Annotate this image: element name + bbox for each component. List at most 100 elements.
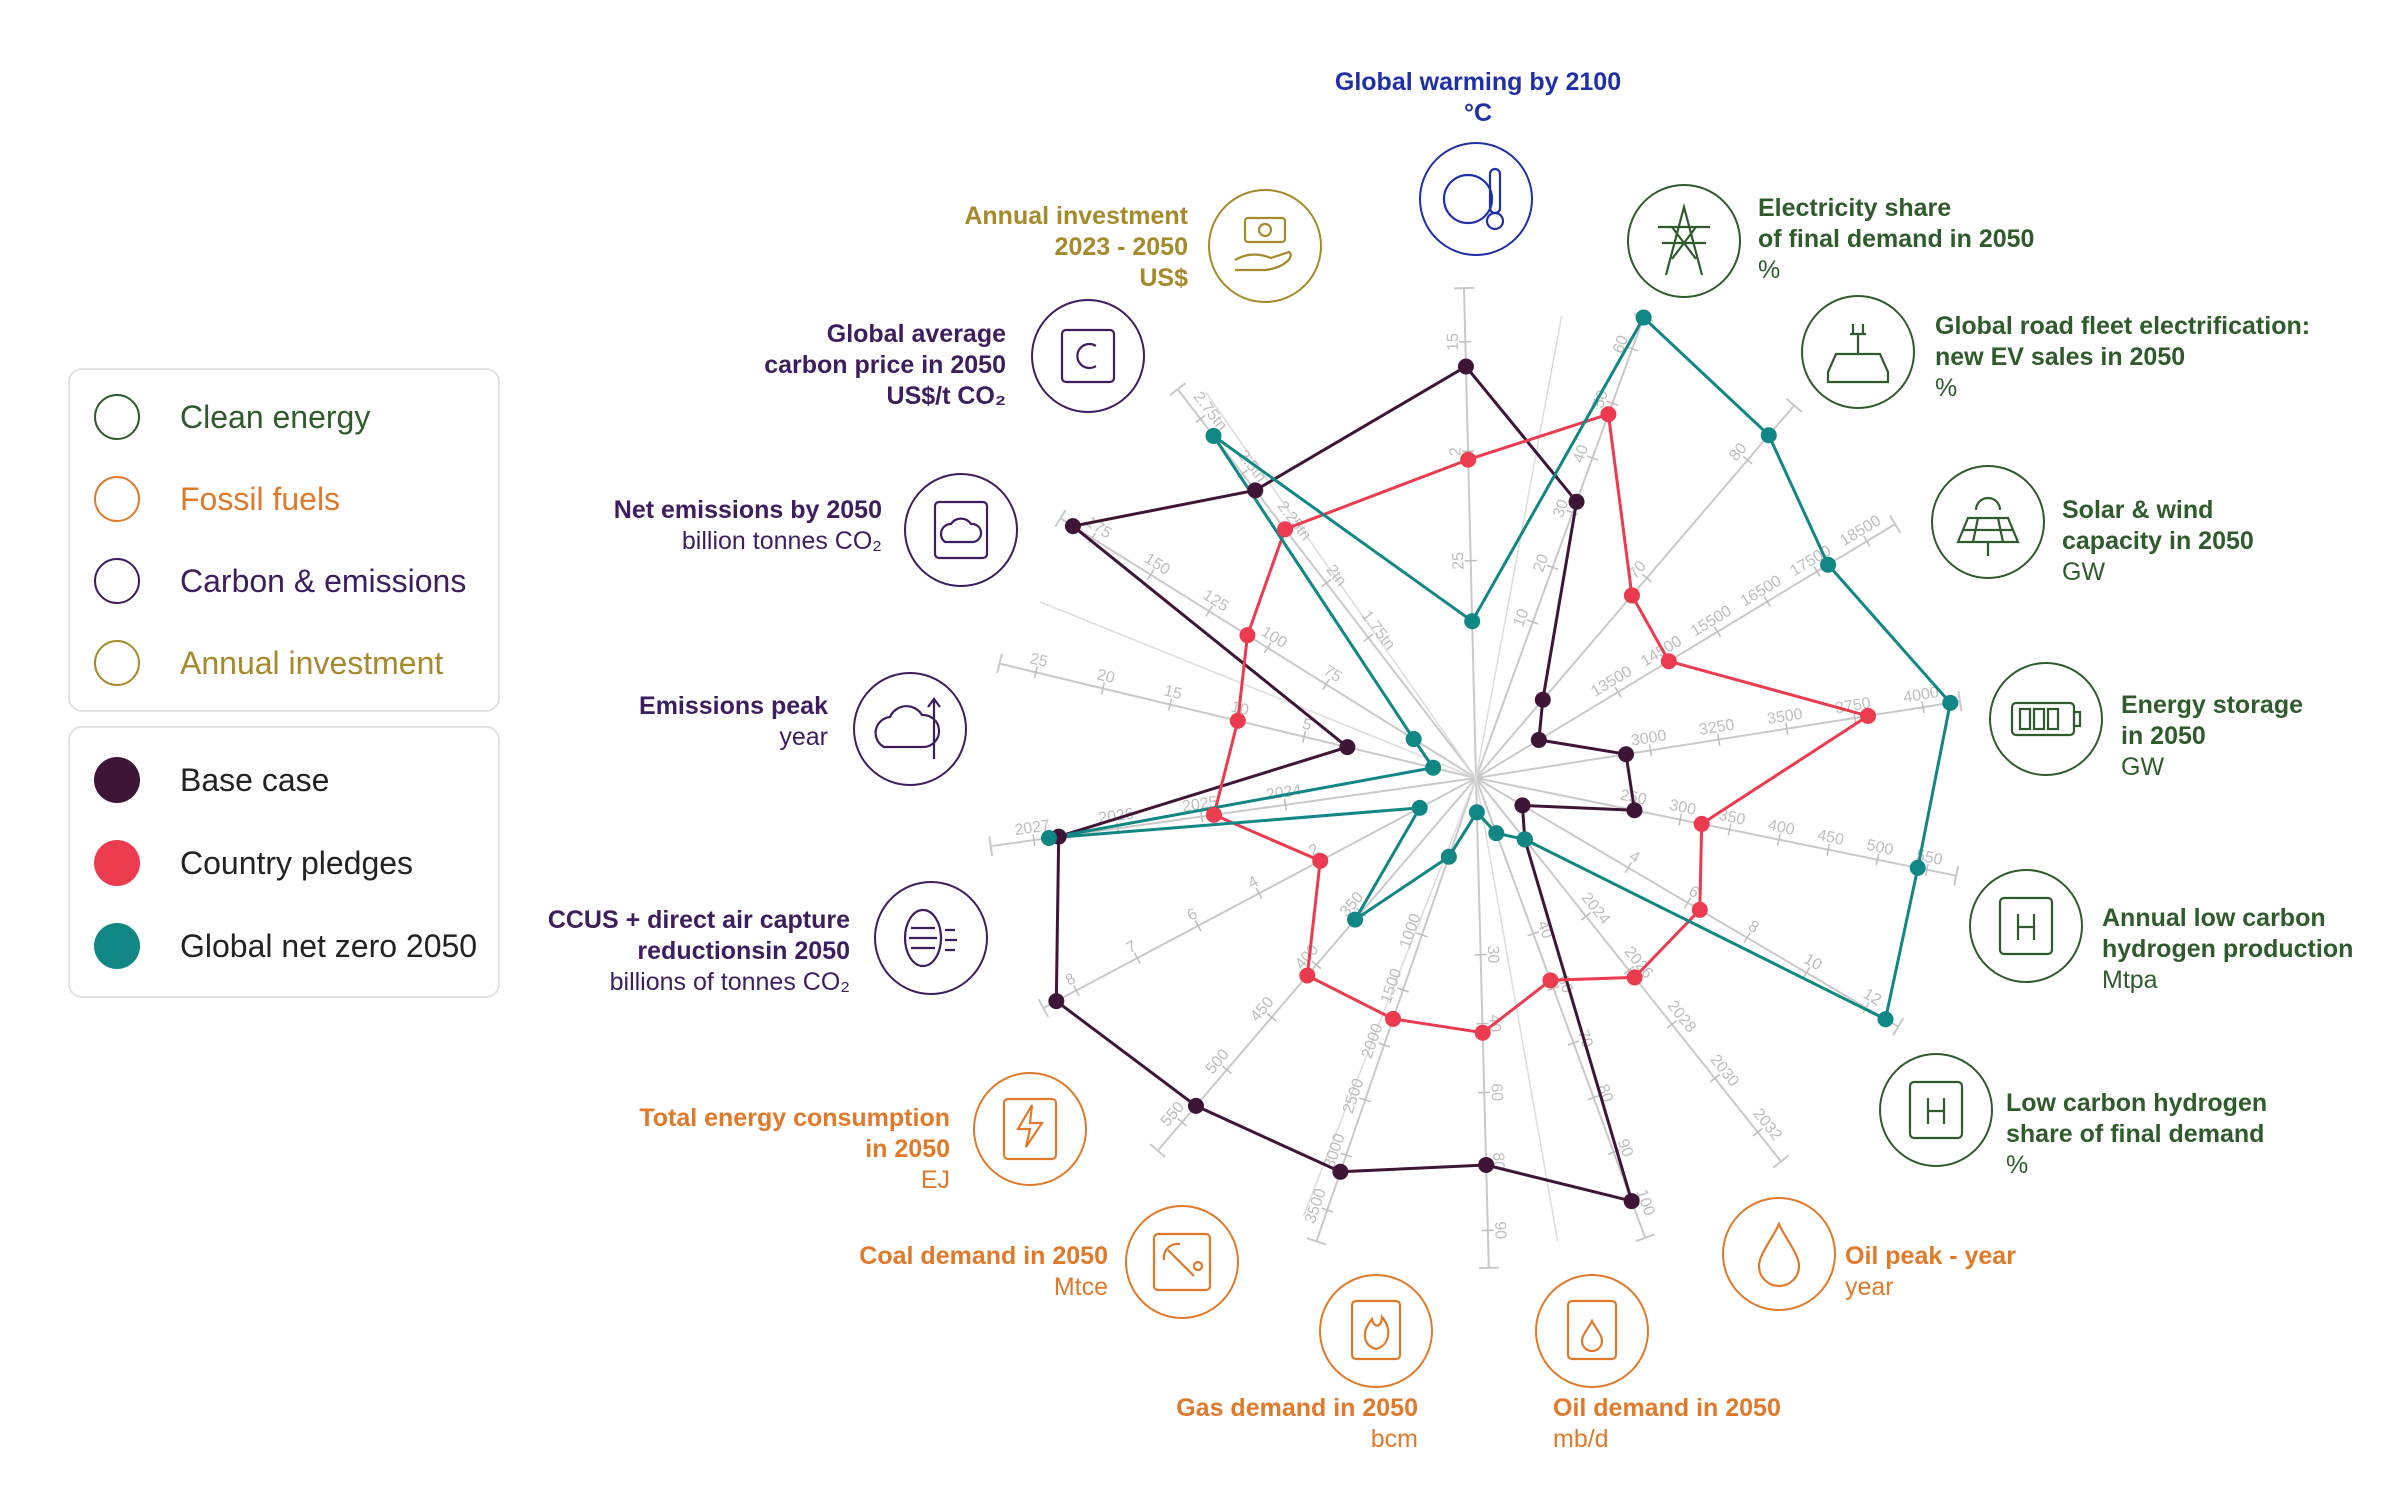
axis-label-line: CCUS + direct air capture <box>548 906 850 934</box>
axis-label-line: Global warming by 2100 <box>1335 68 1621 96</box>
axis-tick-mark <box>1763 596 1772 608</box>
axis-tick-mark <box>1614 686 1622 698</box>
axis-tick-mark <box>1587 1094 1600 1101</box>
axis-tick-mark <box>1862 1002 1870 1014</box>
axis-tick-mark <box>1709 1073 1720 1083</box>
axis-label-line: of final demand in 2050 <box>1758 225 2034 253</box>
axis-label-line: Electricity share <box>1758 194 1951 222</box>
solar-panel-icon <box>1931 465 2045 579</box>
oil-drop-icon <box>1722 1197 1836 1311</box>
legend-swatch <box>94 923 140 969</box>
series-point <box>1411 799 1428 816</box>
series-point <box>1693 815 1710 832</box>
axis-end-cap <box>1306 1237 1327 1246</box>
axis-label-line: Coal demand in 2050 <box>859 1242 1108 1270</box>
series-point <box>1691 901 1708 918</box>
axis-tick-label: 25 <box>1450 552 1467 570</box>
legend-label: Fossil fuels <box>180 480 341 517</box>
axis-label-line: Solar & wind <box>2062 496 2213 524</box>
axis-tick-mark <box>1623 965 1635 975</box>
series-point <box>1626 969 1643 986</box>
axis-label-line: hydrogen production <box>2102 935 2353 963</box>
axis-tick-label: 2024 <box>1578 890 1614 929</box>
axis-tick-mark <box>1684 897 1692 909</box>
axis-label-line: Total energy consumption <box>639 1104 950 1132</box>
axis-spoke <box>1475 777 1647 1239</box>
axis-tick-label: 4000 <box>1902 684 1940 706</box>
series-point <box>1385 1010 1402 1027</box>
axis-tick-mark <box>1205 605 1213 617</box>
series-point <box>1457 358 1474 375</box>
series-point <box>1516 831 1533 848</box>
axis-label-line: Global average <box>827 320 1006 348</box>
axis-label-line: share of final demand <box>2006 1120 2264 1148</box>
globe-thermometer-icon <box>1419 142 1533 256</box>
axis-tick-mark <box>1167 698 1173 711</box>
axis-spoke <box>1475 317 1645 779</box>
axis-tick-label: 150 <box>1141 550 1173 579</box>
series-point <box>1488 825 1505 842</box>
axis-tick-label: 1000 <box>1397 911 1425 950</box>
axis-tick-mark <box>1580 912 1592 921</box>
axis-tick-label: 30 <box>1484 945 1501 963</box>
legend-swatch <box>94 558 140 604</box>
axis-label-line: °C <box>1464 99 1492 127</box>
gas-flame-icon <box>1319 1274 1433 1388</box>
series-point <box>1247 482 1264 499</box>
series-point <box>1464 613 1481 630</box>
series-point <box>1618 746 1635 763</box>
axis-tick-mark <box>1666 1019 1678 1029</box>
series-point <box>1534 691 1551 708</box>
axis-tick-mark <box>1283 798 1288 811</box>
axis-tick-label: 450 <box>1816 827 1846 849</box>
series-point <box>1205 806 1222 823</box>
axis-label-elec: Electricity share of final demand in 2050… <box>1758 194 2034 284</box>
axis-tick-label: 2000 <box>1359 1021 1387 1060</box>
series-point <box>1623 1193 1640 1210</box>
series-point <box>1760 427 1777 444</box>
axis-tick-mark <box>1255 887 1263 900</box>
axis-label-line: billion tonnes CO₂ <box>682 527 882 555</box>
axis-end-cap <box>1889 515 1902 534</box>
legend-swatch <box>94 757 140 803</box>
axis-label-line: mb/d <box>1553 1425 1609 1453</box>
oil-barrel-icon <box>1535 1274 1649 1388</box>
series-point <box>1530 731 1547 748</box>
series-point <box>1468 804 1485 821</box>
series-point <box>1312 852 1329 869</box>
axis-tick-mark <box>1863 535 1871 547</box>
axis-end-cap <box>1169 382 1187 397</box>
axis-end-cap <box>1054 509 1067 528</box>
axis-end-cap <box>1478 1266 1499 1270</box>
axis-label-line: US$/t CO₂ <box>887 382 1006 410</box>
axis-tick-label: 3000 <box>1630 727 1668 749</box>
axis-tick-label: 300 <box>1668 797 1698 819</box>
axis-tick-mark <box>1527 931 1540 937</box>
axis-label-line: year <box>1845 1273 1894 1301</box>
axis-tick-mark <box>1194 920 1202 932</box>
axis-label-line: US$ <box>1139 264 1188 292</box>
axis-tick-label: 400 <box>1767 817 1797 839</box>
axis-label-line: in 2050 <box>2121 722 2206 750</box>
axis-tick-label: 75 <box>1320 662 1344 686</box>
axis-tick-mark <box>1546 564 1559 571</box>
axis-label-line: year <box>779 723 828 751</box>
axis-label-line: Annual low carbon <box>2102 904 2326 932</box>
axis-tick-mark <box>1921 701 1925 714</box>
axis-label-line: Mtce <box>1054 1273 1108 1301</box>
axis-tick-mark <box>1301 730 1307 743</box>
axis-tick-label: 8 <box>1063 970 1079 989</box>
co2-cloud-icon <box>853 672 967 786</box>
axis-tick-mark <box>1678 813 1683 826</box>
hydrogen-box-icon <box>1879 1053 1993 1167</box>
axis-tick-label: 25 <box>1028 650 1049 671</box>
axis-tick-mark <box>1195 414 1206 424</box>
series-point <box>1568 493 1585 510</box>
legend-categories: Clean energy Fossil fuels Carbon & emiss… <box>68 368 500 712</box>
axis-tick-mark <box>1727 823 1732 836</box>
series-point <box>1048 993 1065 1010</box>
axis-label-line: reductionsin 2050 <box>637 937 850 965</box>
